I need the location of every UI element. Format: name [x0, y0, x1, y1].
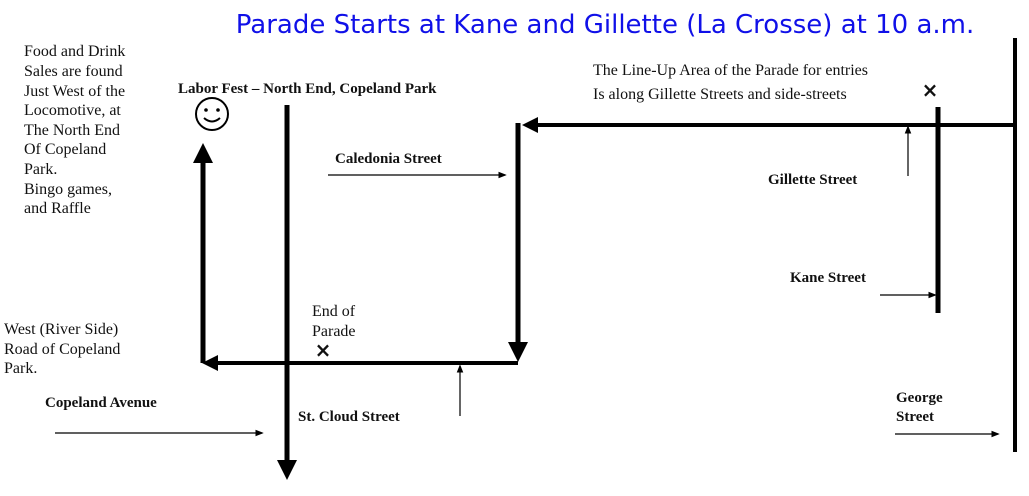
gillette-street-label: Gillette Street: [768, 172, 857, 188]
food-note-line: Food and Drink: [24, 43, 125, 60]
food-note-line: Bingo games,: [24, 181, 112, 198]
george-street-label: George: [896, 390, 943, 406]
food-note-line: Locomotive, at: [24, 102, 121, 119]
copeland-avenue-label: Copeland Avenue: [45, 395, 157, 411]
george-street-label: Street: [896, 409, 934, 425]
food-note: Food and Drink Sales are found Just West…: [24, 43, 125, 217]
x-marker-icon: ×: [922, 78, 939, 102]
lineup-note: The Line-Up Area of the Parade for entri…: [593, 62, 868, 103]
food-note-line: Of Copeland: [24, 141, 106, 158]
labor-fest-label: Labor Fest – North End, Copeland Park: [178, 81, 437, 97]
lineup-note-line: Is along Gillette Streets and side-stree…: [593, 86, 847, 103]
x-marker-icon: ×: [315, 338, 332, 362]
west-road-label: Park.: [4, 360, 37, 377]
lineup-note-line: The Line-Up Area of the Parade for entri…: [593, 62, 868, 79]
food-note-line: and Raffle: [24, 200, 91, 217]
kane-street-label: Kane Street: [790, 270, 866, 286]
end-of-parade-label: Parade: [312, 323, 356, 340]
food-note-line: The North End: [24, 122, 120, 139]
food-note-line: Park.: [24, 161, 57, 178]
caledonia-street-label: Caledonia Street: [335, 151, 442, 167]
food-note-line: Just West of the: [24, 83, 125, 100]
west-road-label: Road of Copeland: [4, 341, 120, 358]
food-note-line: Sales are found: [24, 63, 123, 80]
end-of-parade-label: End of: [312, 303, 356, 320]
map-title: Parade Starts at Kane and Gillette (La C…: [236, 10, 975, 40]
st-cloud-street-label: St. Cloud Street: [298, 409, 400, 425]
smiley-face-icon: [195, 97, 229, 131]
west-road-label: West (River Side): [4, 321, 118, 338]
